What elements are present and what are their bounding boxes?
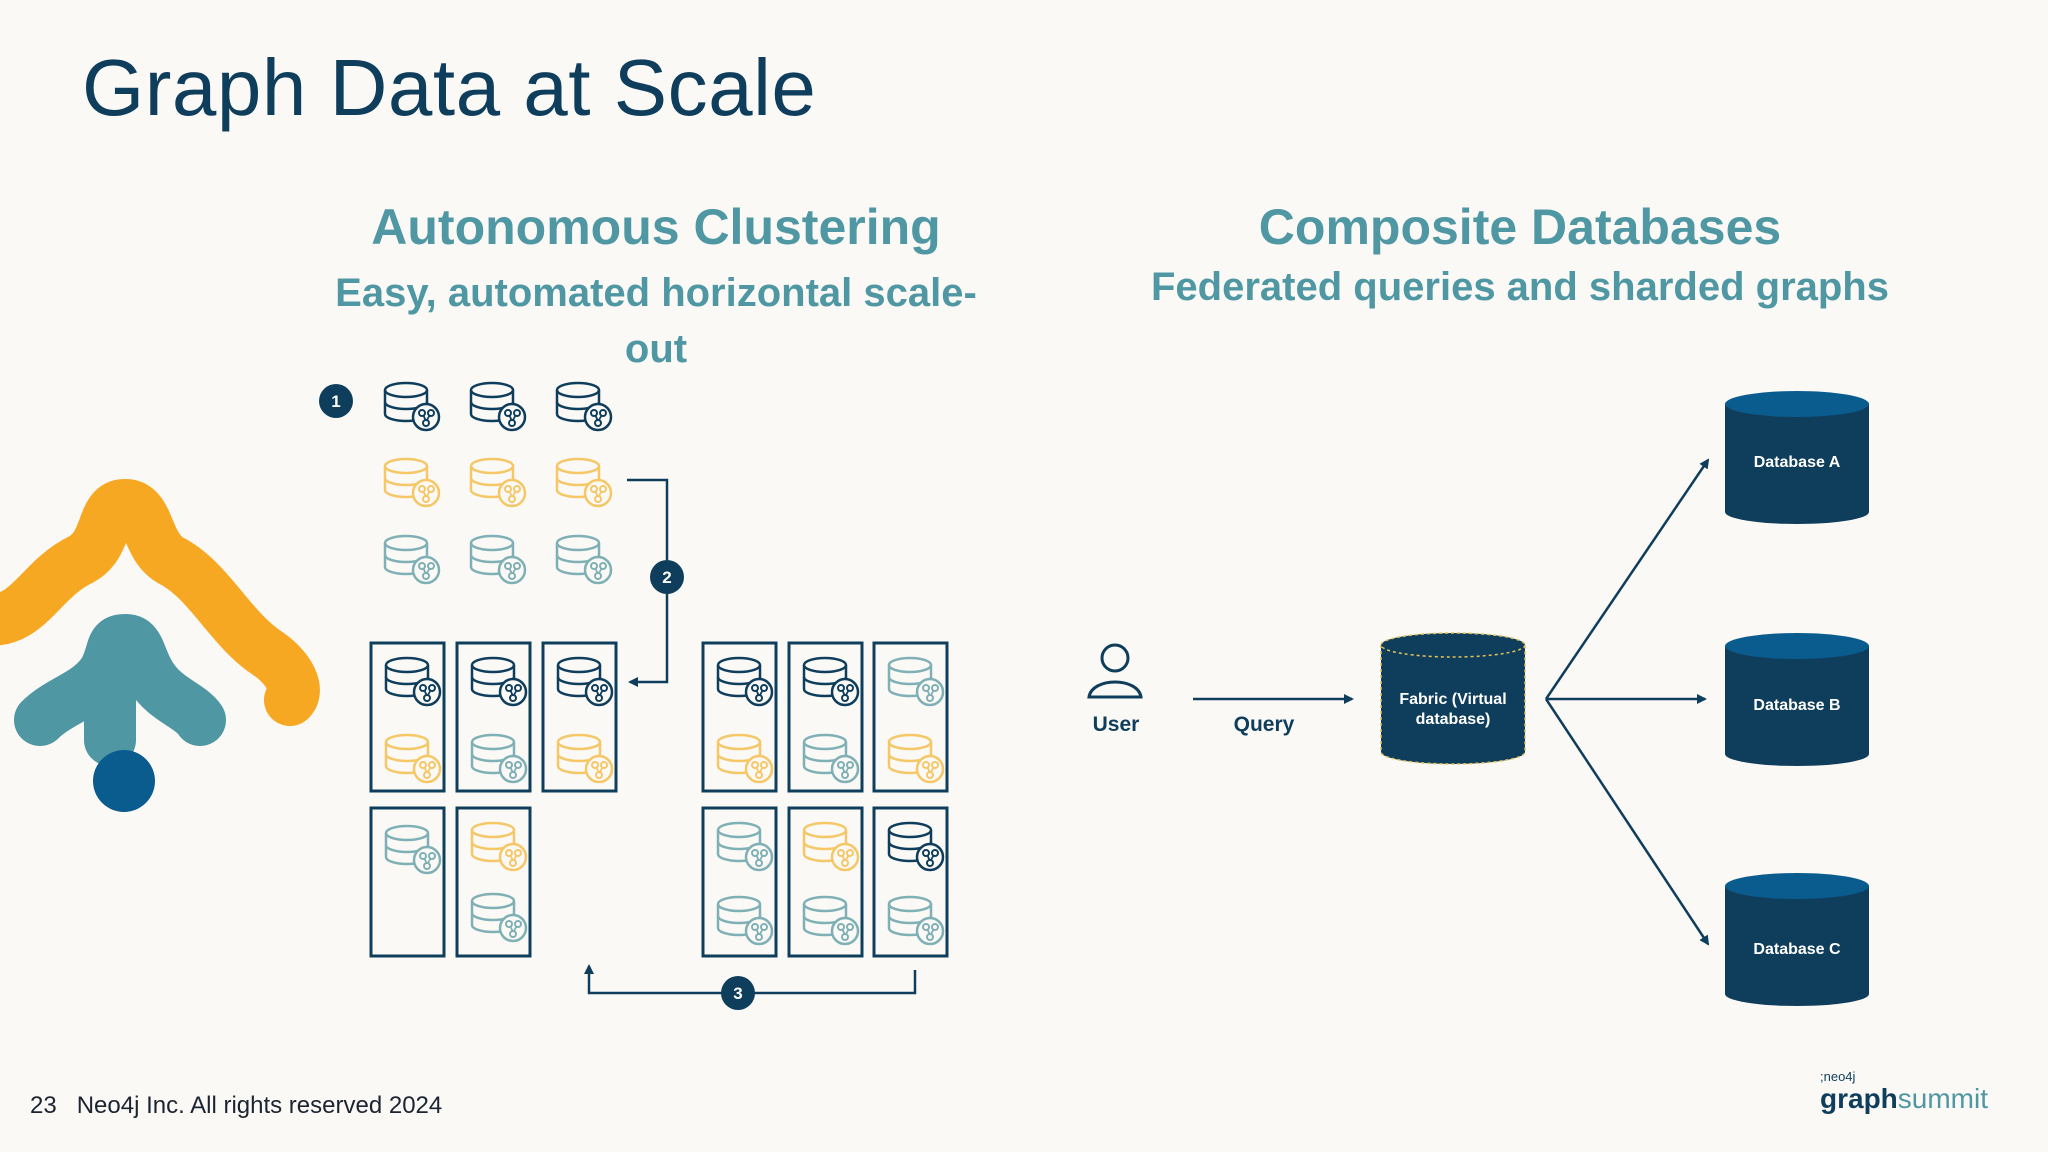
copyright: Neo4j Inc. All rights reserved 2024 — [76, 1092, 443, 1119]
left-cluster — [369, 641, 618, 958]
svg-text:Fabric (Virtual: Fabric (Virtual — [1399, 691, 1506, 708]
database-c: Database C — [1725, 873, 1869, 1006]
page-title: Graph Data at Scale — [82, 43, 817, 132]
brand-summit: summit — [1897, 1083, 1989, 1114]
database-server-icon — [555, 534, 613, 585]
database-server-icon — [469, 457, 527, 508]
neo4j-logo — [0, 478, 320, 812]
step-2-connector: 2 — [627, 478, 684, 687]
autonomous-clustering-title: Autonomous Clustering — [371, 199, 941, 255]
database-server-icon — [384, 656, 442, 707]
page-number: 23 — [30, 1092, 57, 1119]
database-server-icon — [469, 534, 527, 585]
database-server-icon — [716, 733, 774, 784]
database-server-icon — [384, 824, 442, 875]
right-cluster — [701, 641, 949, 958]
database-server-icon — [470, 733, 528, 784]
database-server-icon — [802, 821, 860, 872]
database-server-icon — [469, 381, 527, 432]
autonomous-clustering-subtitle: Easy, automated horizontal scale-out — [335, 271, 977, 371]
database-server-icon — [470, 892, 528, 943]
database-b: Database B — [1725, 633, 1869, 766]
database-server-icon — [716, 821, 774, 872]
user-label: User — [1093, 713, 1140, 736]
svg-text:3: 3 — [733, 984, 742, 1003]
query-label: Query — [1234, 713, 1295, 736]
database-server-icon — [556, 733, 614, 784]
database-a: Database A — [1725, 391, 1869, 524]
step-3-connector: 3 — [584, 964, 917, 1010]
brand-neo4j: ;neo4j — [1820, 1069, 1856, 1084]
composite-databases-subtitle: Federated queries and sharded graphs — [1151, 265, 1889, 309]
svg-text:Database A: Database A — [1754, 454, 1841, 471]
fan-out-arrows — [1544, 458, 1710, 946]
server-grid — [383, 381, 613, 585]
database-server-icon — [802, 895, 860, 946]
user-icon — [1087, 643, 1143, 699]
database-server-icon — [555, 381, 613, 432]
database-server-icon — [887, 733, 945, 784]
database-server-icon — [716, 895, 774, 946]
svg-text:2: 2 — [662, 568, 671, 587]
graphsummit-logo: ;neo4j graphsummit — [1820, 1070, 1990, 1114]
database-server-icon — [887, 656, 945, 707]
database-server-icon — [887, 821, 945, 872]
footer: 23 Neo4j Inc. All rights reserved 2024 — [30, 1092, 442, 1120]
fabric-database: Fabric (Virtual database) — [1380, 632, 1526, 765]
database-server-icon — [802, 733, 860, 784]
database-server-icon — [383, 534, 441, 585]
database-server-icon — [802, 656, 860, 707]
step-1-badge: 1 — [319, 384, 353, 418]
database-server-icon — [556, 656, 614, 707]
svg-text:1: 1 — [331, 392, 340, 411]
database-server-icon — [716, 656, 774, 707]
database-server-icon — [383, 457, 441, 508]
database-server-icon — [384, 733, 442, 784]
database-server-icon — [470, 656, 528, 707]
database-server-icon — [470, 821, 528, 872]
database-server-icon — [555, 457, 613, 508]
svg-text:database): database) — [1416, 711, 1491, 728]
database-server-icon — [887, 895, 945, 946]
svg-text:Database C: Database C — [1753, 941, 1841, 958]
brand-graph: graph — [1820, 1083, 1898, 1114]
database-server-icon — [383, 381, 441, 432]
svg-text:Database B: Database B — [1753, 697, 1840, 714]
composite-databases-title: Composite Databases — [1258, 199, 1782, 255]
